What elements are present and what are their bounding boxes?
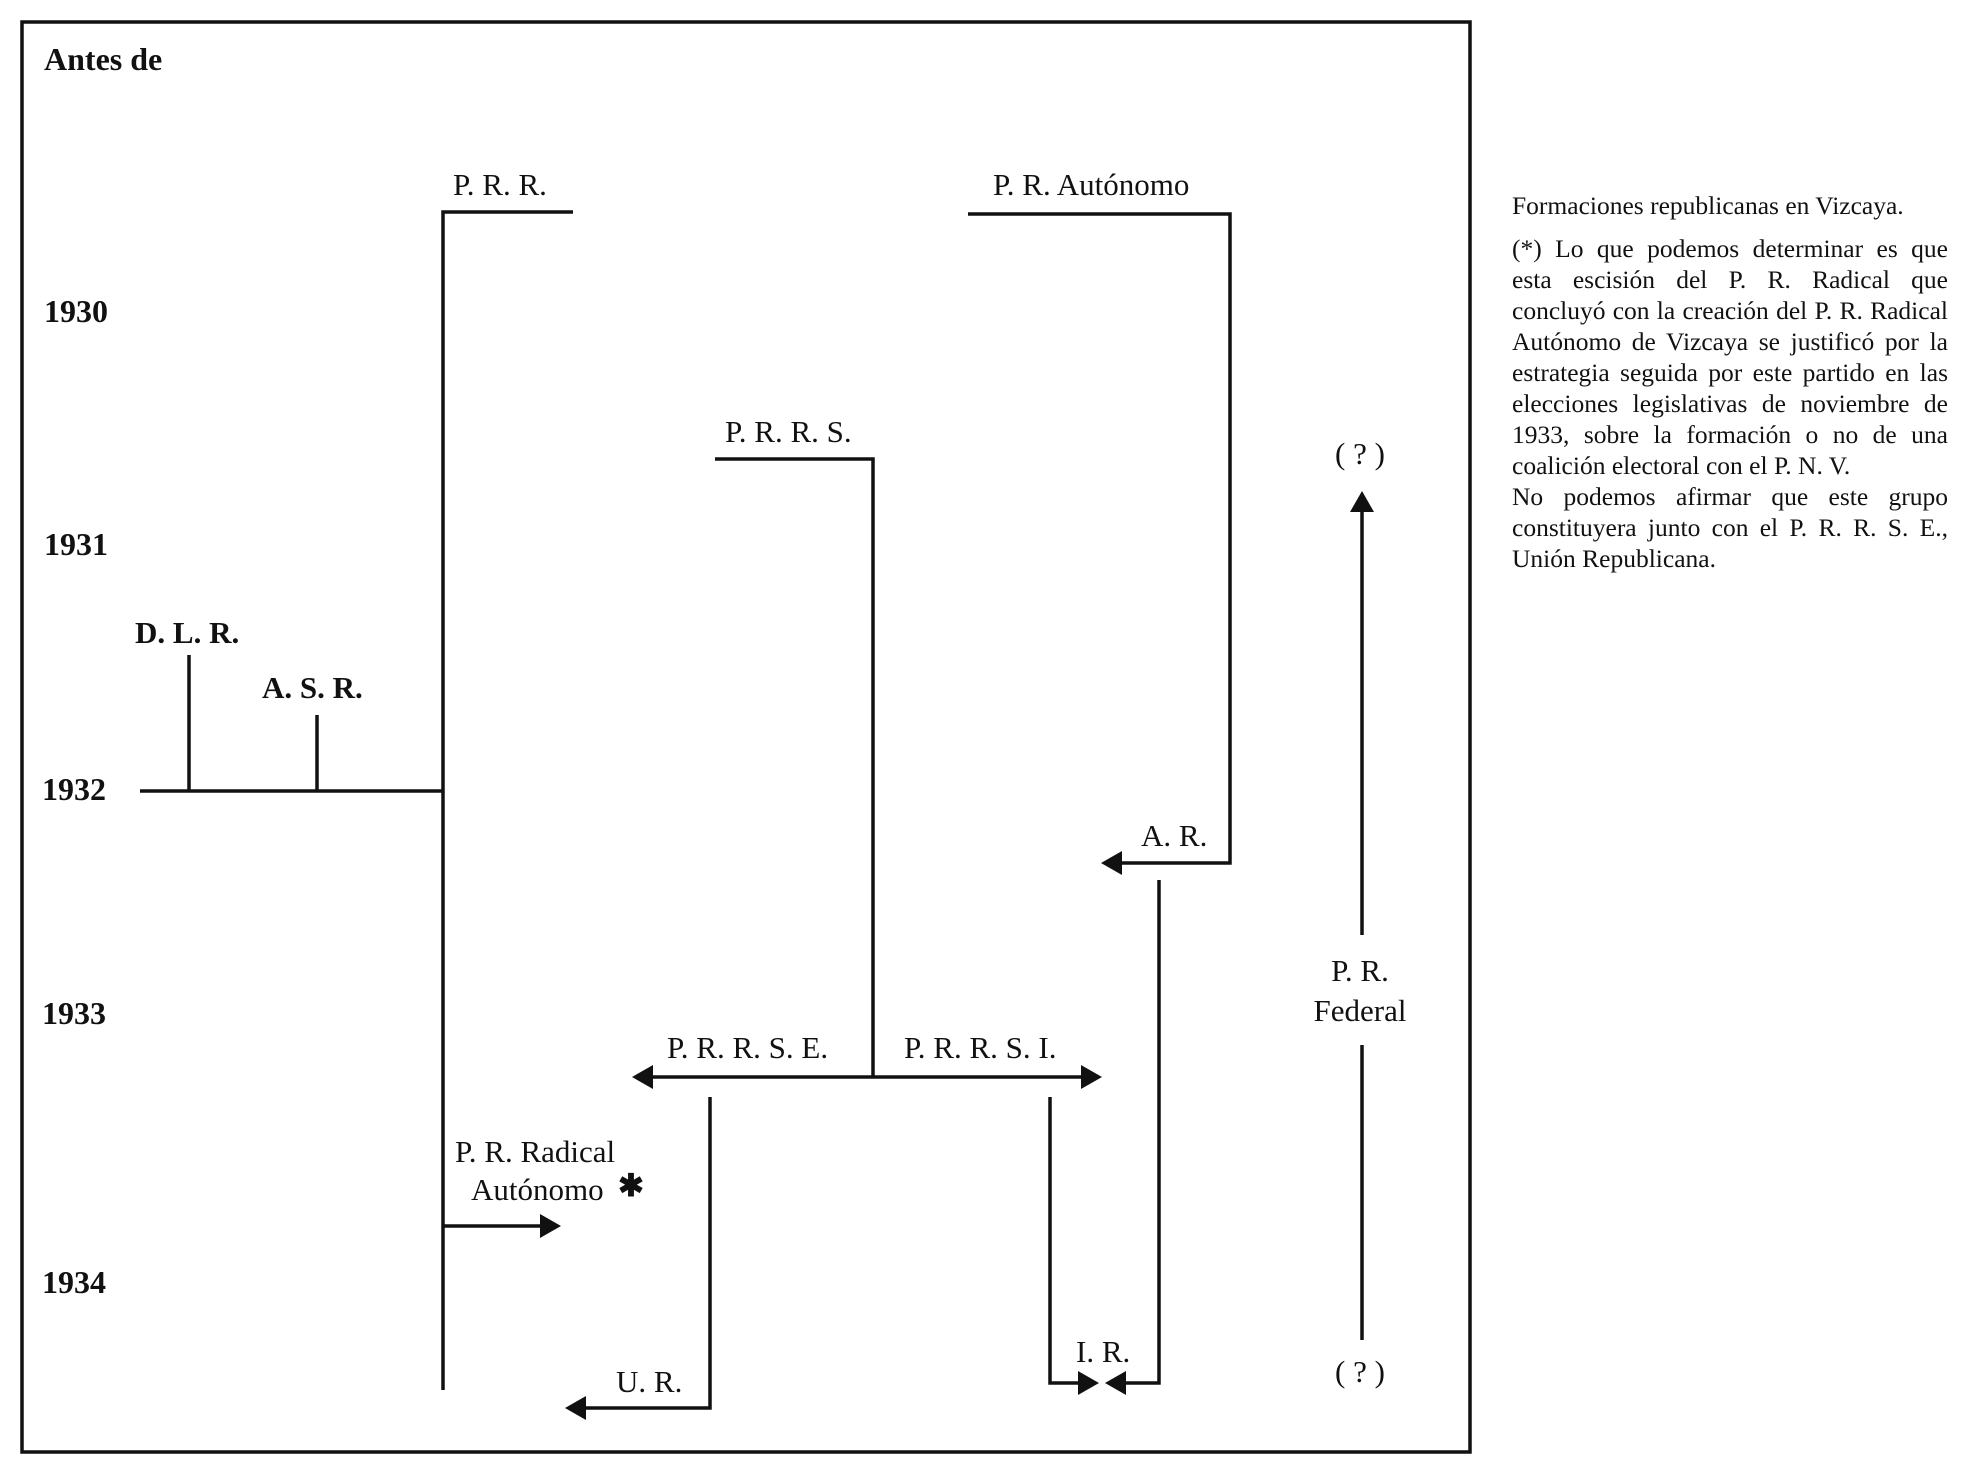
year-label-1931: 1931 [44, 526, 108, 562]
label-dlr: D. L. R. [135, 615, 239, 650]
label-ar: A. R. [1141, 818, 1207, 853]
line-prrs [715, 457, 875, 1077]
arrow-ir-left [1078, 1371, 1099, 1395]
label-unknown-top: ( ? ) [1335, 436, 1385, 471]
line-prrse-to-ur [583, 1097, 712, 1410]
label-federal-1: P. R. [1331, 953, 1389, 988]
label-asr: A. S. R. [262, 670, 363, 705]
line-prrsi-to-ir [1048, 1097, 1082, 1385]
line-prr [441, 210, 573, 1390]
line-pr-autonomo [968, 212, 1232, 865]
caption-note: (*) Lo que podemos determinar es que est… [1512, 234, 1948, 480]
label-pr-radical-1: P. R. Radical [455, 1134, 615, 1169]
label-pr-radical-2: Autónomo [471, 1172, 604, 1207]
label-federal-2: Federal [1314, 993, 1407, 1028]
label-ir: I. R. [1076, 1334, 1130, 1369]
arrow-ar [1101, 851, 1122, 875]
year-label-1934: 1934 [42, 1264, 106, 1300]
year-label-before: Antes de [44, 41, 162, 77]
label-prrs: P. R. R. S. [725, 414, 852, 449]
year-label-1932: 1932 [42, 771, 106, 807]
caption-note-2: No podemos afirmar que este grupo consti… [1512, 482, 1948, 573]
arrow-prrsi [1081, 1065, 1102, 1089]
label-prr: P. R. R. [453, 167, 547, 202]
label-prrsi: P. R. R. S. I. [904, 1030, 1056, 1065]
year-label-1930: 1930 [44, 293, 108, 329]
year-label-1933: 1933 [42, 995, 106, 1031]
arrow-federal-up [1350, 491, 1374, 512]
caption-title: Formaciones republicanas en Vizcaya. [1512, 191, 1904, 220]
arrow-pr-radical [540, 1214, 561, 1238]
arrow-ir-right [1105, 1371, 1126, 1395]
arrow-prrse [632, 1065, 653, 1089]
label-unknown-bottom: ( ? ) [1335, 1354, 1385, 1389]
diagram-frame [20, 20, 1472, 1454]
label-pr-autonomo: P. R. Autónomo [993, 167, 1189, 202]
line-ar-to-ir [1122, 880, 1161, 1385]
figure-caption: Formaciones republicanas en Vizcaya. (*)… [1512, 190, 1948, 586]
asterisk-mark: ✱ [618, 1168, 644, 1203]
arrow-ur [565, 1396, 586, 1420]
label-prrse: P. R. R. S. E. [667, 1030, 828, 1065]
label-ur: U. R. [616, 1364, 682, 1399]
